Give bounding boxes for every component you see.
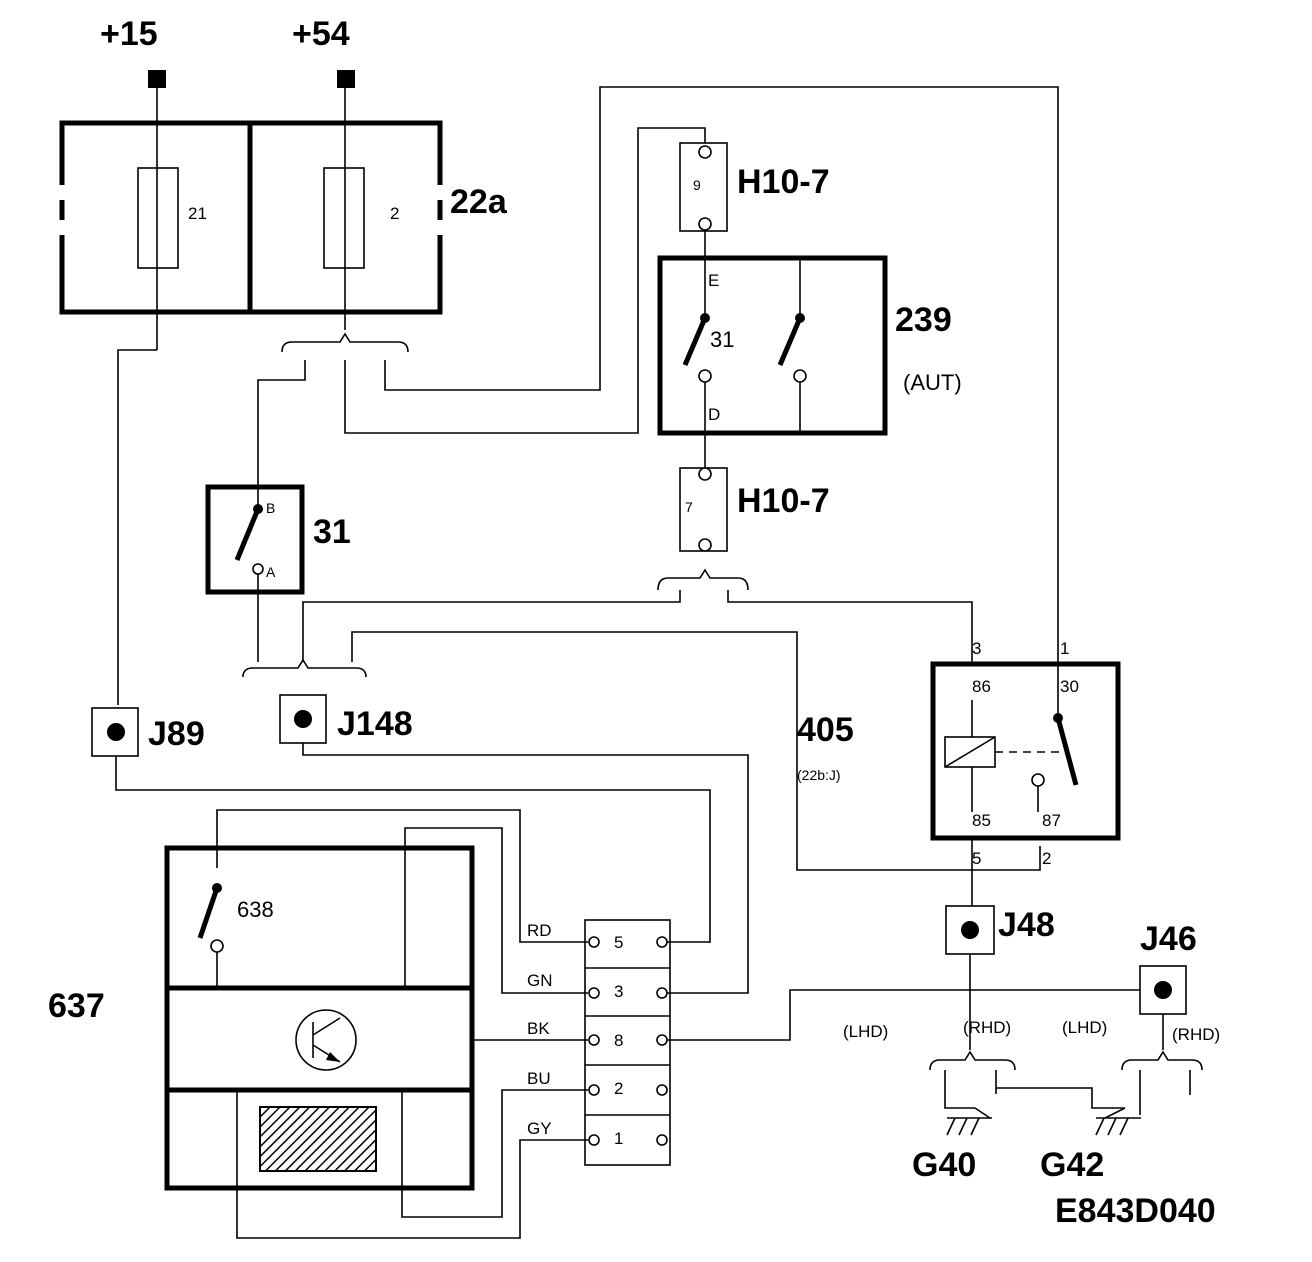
heater-element-icon	[259, 1106, 377, 1172]
splice-brace-h10	[657, 568, 749, 591]
connector-h10-7-bottom: 7 H10-7	[679, 467, 830, 552]
switch-31-label: 31	[313, 513, 351, 551]
wire-color: RD	[527, 921, 552, 940]
h10-7-top-label: H10-7	[737, 163, 830, 201]
connector-h10-7-top: 9 H10-7	[679, 142, 830, 232]
terminal-plus54	[337, 70, 355, 88]
switch-239-contact: 31	[710, 327, 734, 352]
wire-color: GN	[527, 971, 553, 990]
wire-color: GY	[527, 1119, 552, 1138]
fuse-box-22a: 21 2 22a	[59, 120, 508, 315]
switch-239-pin-e: E	[708, 271, 719, 290]
j148-label: J148	[337, 705, 413, 743]
j46-label: J46	[1140, 920, 1197, 958]
relay-pin-5: 5	[972, 849, 981, 868]
ground-rhd-1: (RHD)	[963, 1018, 1011, 1037]
terminal-pin: 8	[614, 1031, 623, 1050]
h10-7-top-pin: 9	[693, 177, 701, 193]
ground-lhd-1: (LHD)	[843, 1022, 888, 1041]
ground-g42: G42	[1040, 1146, 1104, 1184]
switch-31-pin-b: B	[266, 500, 275, 516]
relay-pin-87: 87	[1042, 811, 1061, 830]
fuse-2	[323, 167, 365, 269]
wire-color: BU	[527, 1069, 551, 1088]
connector-j46: J46	[1139, 920, 1197, 1015]
relay-pin-30: 30	[1060, 677, 1079, 696]
relay: 3 1 86 30 85 87 5 2	[930, 639, 1121, 868]
h10-7-bottom-pin: 7	[685, 499, 693, 515]
switch-239-pin-d: D	[708, 405, 720, 424]
fuse-2-label: 2	[390, 204, 399, 223]
label-plus15: +15	[100, 15, 158, 53]
ground-g40: G40	[912, 1146, 976, 1184]
wire-405-ref: (22b:J)	[797, 767, 841, 783]
switch-31: B A 31	[205, 484, 351, 595]
terminal-strip: 5 3 8 2 1 RD GN BK BU GY	[527, 919, 671, 1166]
switch-239-note: (AUT)	[903, 370, 962, 395]
switch-239-label: 239	[895, 301, 952, 339]
j48-label: J48	[998, 906, 1055, 944]
fuse-21-label: 21	[188, 204, 207, 223]
splice-brace-top	[281, 332, 409, 353]
ground-section: (LHD) (RHD) (LHD) (RHD) G40 G42	[843, 1018, 1220, 1184]
terminal-pin: 1	[614, 1129, 623, 1148]
transistor-icon	[295, 1009, 357, 1071]
relay-pin-3: 3	[972, 639, 981, 658]
label-plus54: +54	[292, 15, 350, 53]
relay-pin-1: 1	[1060, 639, 1069, 658]
supply-terminals: +15 +54	[100, 15, 355, 88]
connector-j148: J148	[279, 694, 413, 744]
terminal-pin: 3	[614, 982, 623, 1001]
relay-pin-86: 86	[972, 677, 991, 696]
fuse-box-label: 22a	[450, 183, 508, 221]
wire-color: BK	[527, 1019, 550, 1038]
relay-pin-85: 85	[972, 811, 991, 830]
switch-638-label: 638	[237, 897, 274, 922]
fuse-21	[137, 167, 179, 269]
switch-31-pin-a: A	[266, 564, 276, 580]
relay-pin-2: 2	[1042, 849, 1051, 868]
terminal-pin: 5	[614, 933, 623, 952]
connector-j89: J89	[91, 707, 205, 757]
wire-405-label: 405	[797, 711, 854, 749]
connector-j48: J48	[945, 905, 1055, 955]
figure-id: E843D040	[1055, 1192, 1216, 1230]
j89-label: J89	[148, 715, 205, 753]
ground-rhd-2: (RHD)	[1172, 1025, 1220, 1044]
ground-lhd-2: (LHD)	[1062, 1018, 1107, 1037]
h10-7-bottom-label: H10-7	[737, 482, 830, 520]
module-637: 637 638	[48, 809, 588, 1239]
terminal-pin: 2	[614, 1079, 623, 1098]
module-637-label: 637	[48, 987, 105, 1025]
switch-239: E 31 D 239 (AUT)	[657, 231, 962, 468]
splice-brace-j148	[242, 658, 367, 678]
terminal-plus15	[148, 70, 166, 88]
